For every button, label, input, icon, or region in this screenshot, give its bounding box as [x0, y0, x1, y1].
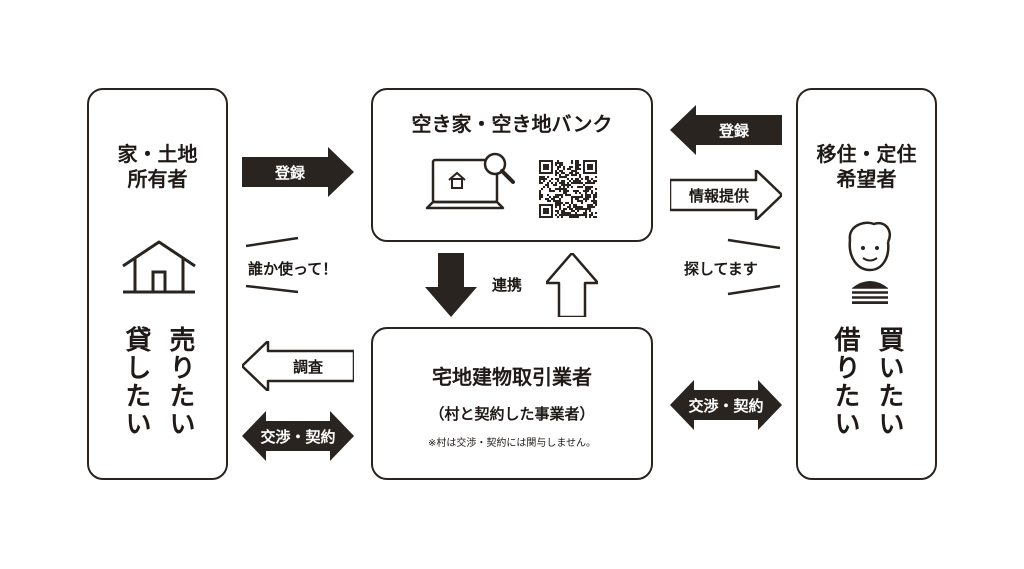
owner-want-sell: 売りたい	[165, 326, 195, 438]
seeker-title-line2: 希望者	[836, 167, 897, 191]
owner-speech-lines	[245, 236, 299, 294]
agent-box: 宅地建物取引業者 （村と契約した事業者） ※村は交渉・契約には関与しません。	[371, 327, 653, 480]
seeker-box: 移住・定住 希望者 買いたい 借りたい	[796, 88, 937, 480]
person-icon	[848, 221, 891, 304]
negotiate-right-label: 交渉・契約	[688, 397, 764, 415]
owner-title-line2: 所有者	[127, 167, 188, 191]
bank-title: 空き家・空き地バンク	[411, 112, 613, 136]
down-arrow	[425, 253, 477, 317]
owner-voice: 誰か使って！	[248, 260, 338, 278]
cooperation-label: 連携	[492, 276, 523, 294]
owner-want-rent: 貸したい	[121, 326, 151, 438]
qr-code-icon	[539, 160, 598, 219]
agent-subtitle: （村と契約した事業者）	[429, 405, 595, 423]
laptop-search-icon	[425, 152, 515, 210]
agent-note: ※村は交渉・契約には関与しません。	[427, 438, 597, 449]
seeker-register-label: 登録	[718, 122, 749, 140]
info-provide-arrow	[670, 170, 782, 220]
seeker-voice: 探してます	[684, 260, 758, 278]
owner-box: 家・土地 所有者 売りたい 貸したい	[87, 88, 228, 480]
info-provide-label: 情報提供	[688, 187, 749, 205]
negotiate-right-arrow	[670, 380, 782, 430]
owner-title: 家・土地 所有者	[89, 142, 226, 192]
owner-register-label: 登録	[274, 164, 305, 182]
seeker-register-arrow	[670, 105, 782, 155]
negotiate-left-label: 交渉・契約	[260, 428, 336, 446]
survey-label: 調査	[292, 358, 323, 376]
owner-title-line1: 家・土地	[117, 142, 198, 166]
owner-register-arrow	[242, 147, 354, 197]
seeker-title-line1: 移住・定住	[816, 142, 917, 166]
bank-box: 空き家・空き地バンク	[371, 88, 653, 242]
seeker-speech-lines	[727, 238, 781, 296]
negotiate-left-arrow	[242, 411, 354, 461]
seeker-title: 移住・定住 希望者	[798, 142, 935, 192]
house-icon	[122, 240, 196, 294]
agent-title: 宅地建物取引業者	[432, 365, 592, 389]
survey-arrow	[242, 341, 354, 391]
up-arrow	[546, 253, 598, 317]
seeker-want-borrow: 借りたい	[830, 326, 860, 438]
seeker-want-buy: 買いたい	[874, 326, 904, 438]
